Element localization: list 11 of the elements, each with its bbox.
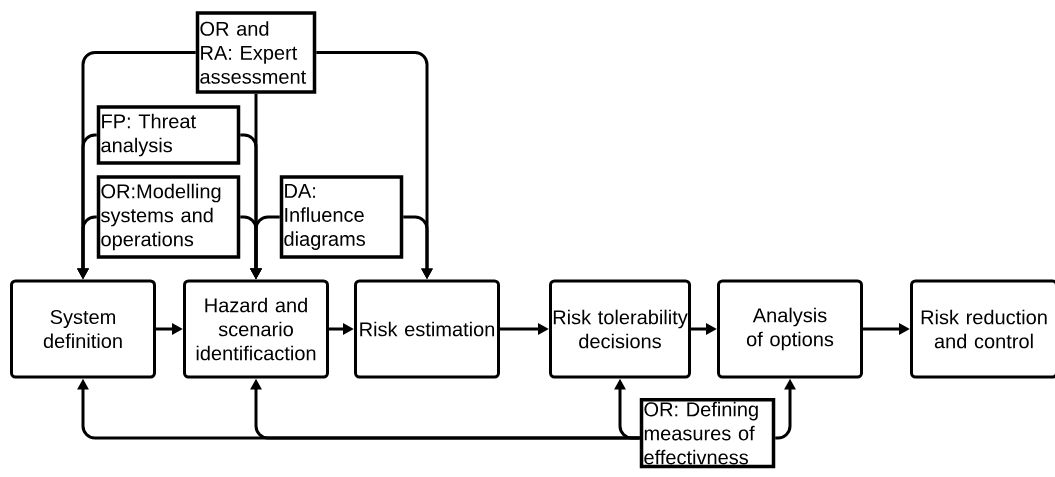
process-box: System definition	[10, 279, 156, 379]
method-box: OR: Defining measures of effectivness	[639, 398, 776, 469]
method-box: FP: Threat analysis	[96, 105, 241, 165]
process-box: Risk tolerability decisions	[549, 279, 691, 379]
method-box: OR and RA: Expert assessment	[195, 11, 317, 94]
method-box: OR:Modelling systems and operations	[96, 175, 241, 259]
process-box: Analysis of options	[717, 279, 863, 379]
process-box: Risk reduction and control	[910, 279, 1055, 379]
process-box: Risk estimation	[354, 279, 500, 379]
method-box: DA: Influence diagrams	[279, 175, 404, 259]
process-box: Hazard and scenario identificaction	[183, 279, 329, 379]
